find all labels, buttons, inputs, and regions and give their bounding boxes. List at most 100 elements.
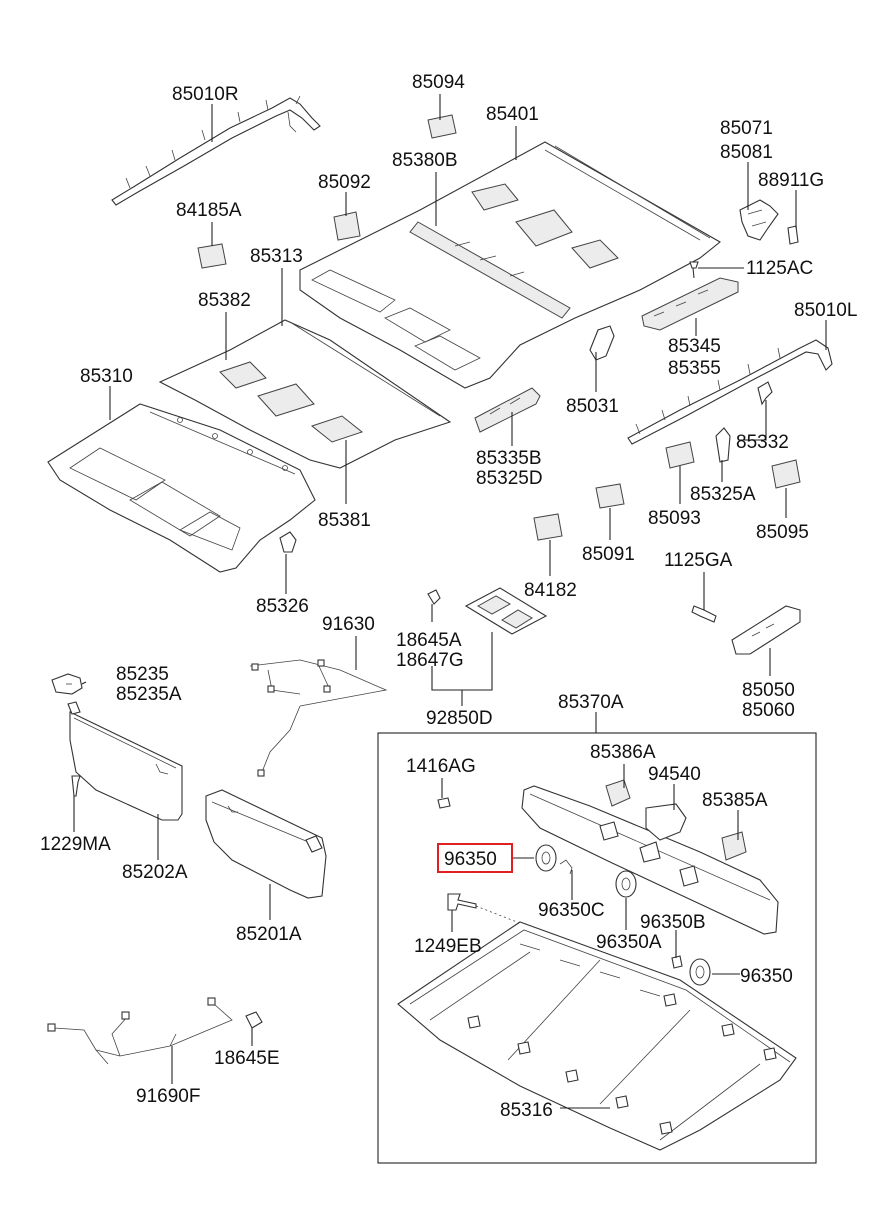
leader-lines <box>73 94 827 1109</box>
label-85235A: 85235A <box>116 684 182 705</box>
sun-visor-85201A <box>205 789 327 899</box>
wiring-91690F <box>47 997 233 1065</box>
plug-1416AG <box>437 797 451 809</box>
label-85313: 85313 <box>250 246 303 267</box>
clip-85031 <box>589 325 615 361</box>
washer-96350A <box>615 870 637 898</box>
pad-84185A <box>197 243 227 269</box>
label-85071: 85071 <box>720 118 773 139</box>
label-85201A: 85201A <box>236 924 302 945</box>
rail-85345 <box>641 277 739 331</box>
label-18645A: 18645A <box>396 630 462 651</box>
label-85401: 85401 <box>486 104 539 125</box>
room-lamp-92850D <box>464 587 548 635</box>
label-1249EB: 1249EB <box>414 936 482 957</box>
label-88911G: 88911G <box>758 170 824 191</box>
sun-visor-85202A <box>67 701 183 821</box>
pad-85386A <box>605 779 631 807</box>
label-96350: 96350 <box>740 966 793 987</box>
label-94540: 94540 <box>648 764 701 785</box>
label-85345: 85345 <box>668 336 721 357</box>
unit-94540 <box>645 803 687 841</box>
clip-96350B <box>671 955 683 969</box>
label-85202A: 85202A <box>122 862 188 883</box>
label-84185A: 84185A <box>176 200 242 221</box>
label-85382: 85382 <box>198 290 251 311</box>
washer-96350 <box>689 958 711 986</box>
highlight-box <box>437 843 513 873</box>
screw-1125AC <box>689 261 699 279</box>
airbag-rail-left <box>627 339 833 445</box>
label-85095: 85095 <box>756 522 809 543</box>
pad-85091 <box>595 483 625 509</box>
label-85235: 85235 <box>116 664 169 685</box>
clip-85332 <box>757 381 773 406</box>
label-85355: 85355 <box>668 358 721 379</box>
pad-85385A <box>721 831 747 861</box>
label-96350B: 96350B <box>640 912 706 933</box>
label-96350-highlighted: 96350 <box>444 849 497 870</box>
headlining-85310 <box>47 403 316 573</box>
roof-panel-85401 <box>299 141 721 389</box>
label-85380B: 85380B <box>392 150 458 171</box>
bulb-18645A <box>427 589 441 605</box>
bulb-18645E <box>245 1011 263 1029</box>
label-1125AC: 1125AC <box>746 258 813 279</box>
label-85325D: 85325D <box>476 468 543 489</box>
label-85386A: 85386A <box>590 742 656 763</box>
label-96350A: 96350A <box>596 932 662 953</box>
pad-84182 <box>533 513 563 541</box>
label-91630: 91630 <box>322 614 375 635</box>
label-85010L: 85010L <box>794 300 857 321</box>
label-85385A: 85385A <box>702 790 768 811</box>
clip-85326 <box>279 531 297 553</box>
label-92850D: 92850D <box>426 708 493 729</box>
part-labels: 85010R 85094 85401 85071 85081 88911G 85… <box>40 72 857 1121</box>
label-85031: 85031 <box>566 396 619 417</box>
label-85381: 85381 <box>318 510 371 531</box>
pad-85095 <box>771 459 801 489</box>
label-1416AG: 1416AG <box>406 756 476 777</box>
label-18645E: 18645E <box>214 1048 280 1069</box>
label-18647G: 18647G <box>396 650 464 671</box>
overhead-console <box>521 785 779 935</box>
airbag-rail-right <box>111 95 321 206</box>
clip-96350C <box>559 859 573 875</box>
label-85093: 85093 <box>648 508 701 529</box>
label-85092: 85092 <box>318 172 371 193</box>
label-85325A: 85325A <box>690 484 756 505</box>
headlining-frame-85316 <box>397 921 797 1151</box>
label-85050: 85050 <box>742 680 795 701</box>
label-85310: 85310 <box>80 366 133 387</box>
label-85370A: 85370A <box>558 692 624 713</box>
screw-1249EB <box>447 893 477 911</box>
label-85010R: 85010R <box>172 84 239 105</box>
label-1229MA: 1229MA <box>40 834 111 855</box>
clip-85325A <box>715 427 731 463</box>
clip-88911G <box>787 225 799 245</box>
assembly-box-85370A <box>377 732 817 1164</box>
label-85316: 85316 <box>500 1100 553 1121</box>
label-1125GA: 1125GA <box>664 550 733 571</box>
label-91690F: 91690F <box>136 1086 200 1107</box>
screw-1229MA <box>71 775 81 797</box>
roof-panel-85313 <box>158 319 452 469</box>
washer-96350-highlighted <box>535 844 557 872</box>
label-96350C: 96350C <box>538 900 605 921</box>
pad-85092 <box>333 211 361 241</box>
lamp-bracket-85050 <box>731 605 801 655</box>
label-85326: 85326 <box>256 596 309 617</box>
wiring-91630 <box>249 659 388 777</box>
label-84182: 84182 <box>524 580 577 601</box>
label-85060: 85060 <box>742 700 795 721</box>
bracket-85335B <box>474 387 541 433</box>
label-85335B: 85335B <box>476 448 542 469</box>
label-85332: 85332 <box>736 432 789 453</box>
label-85091: 85091 <box>582 544 635 565</box>
bracket-85071 <box>739 199 779 241</box>
label-85094: 85094 <box>412 72 465 93</box>
label-85081: 85081 <box>720 142 773 163</box>
pad-85094 <box>427 114 457 139</box>
pad-85093 <box>665 441 695 469</box>
